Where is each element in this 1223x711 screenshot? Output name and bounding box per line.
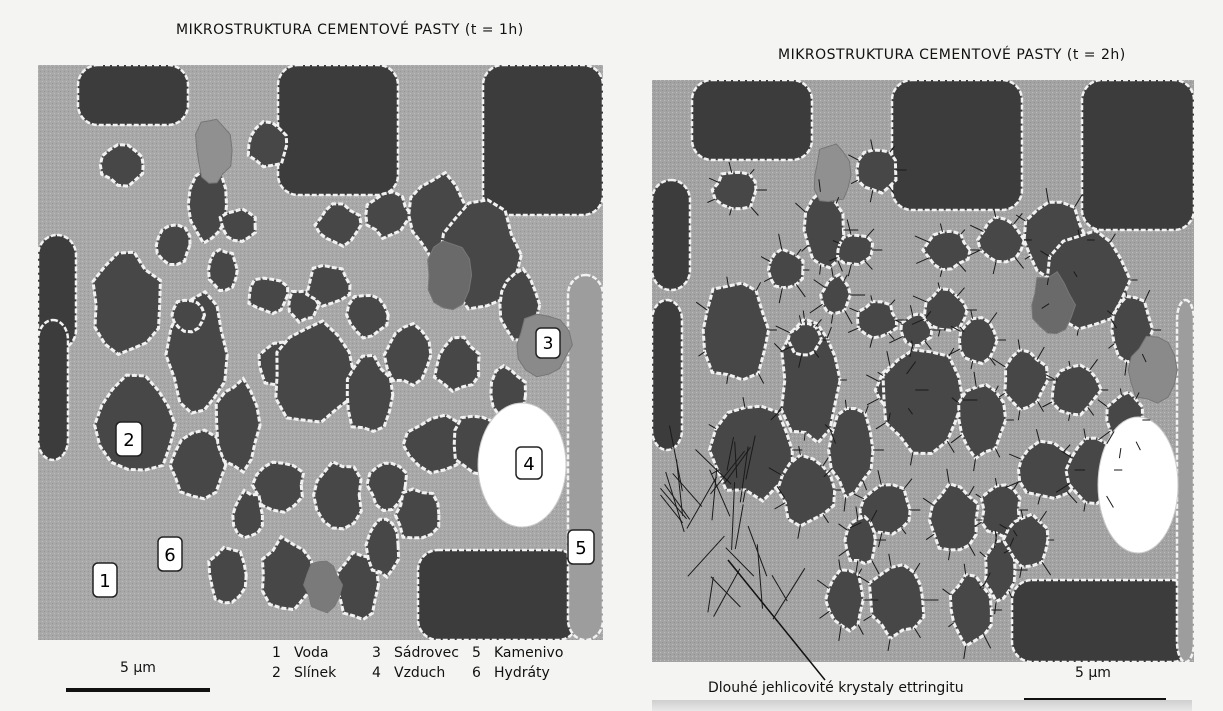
legend-item-water: 1Voda bbox=[272, 645, 372, 661]
aggregate-particle bbox=[38, 320, 68, 460]
svg-text:6: 6 bbox=[164, 545, 175, 566]
right-microstructure-image bbox=[652, 80, 1194, 662]
svg-text:2: 2 bbox=[123, 430, 134, 451]
left-scale-label: 5 μm bbox=[120, 660, 156, 676]
aggregate-particle bbox=[652, 300, 682, 450]
marker-2: 2 bbox=[116, 422, 142, 456]
aggregate-particle bbox=[1082, 80, 1194, 230]
right-panel-title: MIKROSTRUKTURA CEMENTOVÉ PASTY (t = 2h) bbox=[778, 47, 1126, 63]
legend: 1Voda 3Sádrovec 5Kamenivo 2Slínek 4Vzduc… bbox=[272, 645, 582, 681]
left-scale-bar bbox=[66, 688, 210, 692]
aggregate-particle bbox=[892, 80, 1022, 210]
marker-1: 1 bbox=[93, 563, 117, 597]
right-scale-label: 5 μm bbox=[1075, 665, 1111, 681]
svg-text:1: 1 bbox=[99, 571, 110, 592]
marker-5: 5 bbox=[568, 530, 594, 564]
ettringite-annotation: Dlouhé jehlicovité krystaly ettringitu bbox=[708, 680, 964, 696]
legend-item-clinker: 2Slínek bbox=[272, 665, 372, 681]
clinker-particle bbox=[248, 122, 286, 167]
clinker-particle bbox=[395, 489, 439, 538]
svg-text:5: 5 bbox=[575, 538, 586, 559]
marker-3: 3 bbox=[536, 328, 560, 358]
aggregate-particle bbox=[692, 80, 812, 160]
aggregate-particle bbox=[1177, 300, 1194, 662]
legend-item-hydrates: 6Hydráty bbox=[472, 665, 582, 681]
clinker-particle bbox=[838, 235, 873, 265]
legend-item-aggregate: 5Kamenivo bbox=[472, 645, 582, 661]
aggregate-particle bbox=[568, 275, 603, 640]
aggregate-particle bbox=[418, 550, 578, 640]
aggregate-particle bbox=[278, 65, 398, 195]
left-microstructure-image: 1 2 3 4 5 6 bbox=[38, 65, 603, 640]
aggregate-particle bbox=[78, 65, 188, 125]
clinker-particle bbox=[156, 225, 190, 265]
clinker-particle bbox=[768, 249, 803, 288]
clinker-particle bbox=[845, 517, 875, 564]
aggregate-particle bbox=[483, 65, 603, 215]
aggregate-particle bbox=[1012, 580, 1192, 662]
gypsum-particle bbox=[428, 241, 472, 310]
clinker-particle bbox=[857, 150, 896, 193]
svg-text:3: 3 bbox=[543, 334, 554, 354]
marker-4: 4 bbox=[516, 447, 542, 479]
aggregate-particle bbox=[652, 180, 690, 290]
page-edge-shadow bbox=[652, 700, 1192, 711]
clinker-particle bbox=[703, 283, 768, 380]
left-panel-title: MIKROSTRUKTURA CEMENTOVÉ PASTY (t = 1h) bbox=[176, 22, 524, 38]
marker-6: 6 bbox=[158, 537, 182, 571]
svg-text:4: 4 bbox=[523, 454, 534, 475]
